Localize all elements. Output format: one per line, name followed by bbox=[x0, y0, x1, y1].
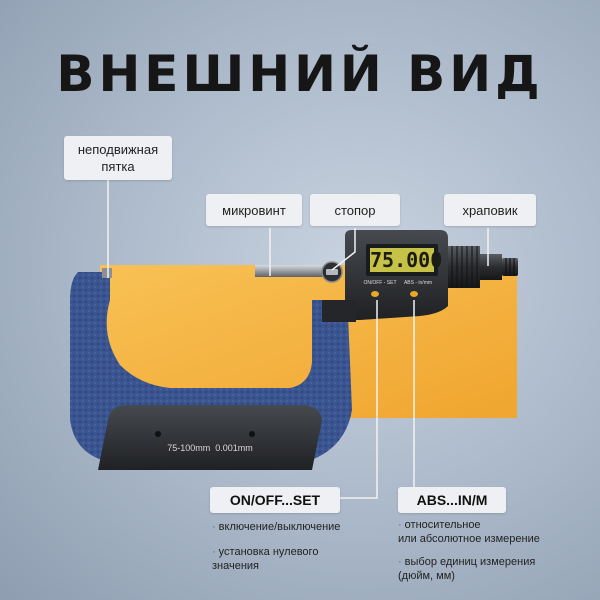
onoff-item-2: ·установка нулевого значения bbox=[212, 546, 319, 572]
bullet-icon: · bbox=[398, 519, 402, 531]
label-ratchet: храповик bbox=[444, 194, 536, 226]
spindle bbox=[255, 265, 335, 277]
ratchet-icon bbox=[480, 254, 502, 280]
plate-screw-icon bbox=[155, 431, 161, 437]
frame-plate bbox=[98, 405, 322, 470]
abs-section-title: ABS...IN/M bbox=[398, 487, 506, 513]
abs-inmm-button[interactable] bbox=[410, 291, 418, 297]
label-spindle: микровинт bbox=[206, 194, 302, 226]
thimble-knurling bbox=[451, 246, 478, 288]
onoff-item-1: ·включение/выключение bbox=[212, 521, 341, 533]
label-anvil-line1: неподвижная bbox=[77, 142, 159, 157]
lcd-value: 75.000 bbox=[370, 248, 443, 272]
onoff-section-title: ON/OFF...SET bbox=[210, 487, 340, 513]
thimble bbox=[448, 246, 480, 288]
label-anvil-line2: пятка bbox=[101, 159, 135, 174]
bullet-icon: · bbox=[398, 556, 402, 568]
callout-lines bbox=[107, 180, 489, 499]
bullet-icon: · bbox=[212, 521, 216, 533]
page-title: ВНЕШНИЙ ВИД bbox=[56, 45, 544, 103]
abs-button-label: ABS - in/mm bbox=[403, 280, 433, 286]
plate-text: 75-100mm 0.001mm bbox=[167, 443, 253, 453]
abs-item-1: ·относительное или абсолютное измерение bbox=[398, 519, 540, 545]
plate-screw-icon bbox=[249, 431, 255, 437]
abs-item-2: ·выбор единиц измерения (дюйм, мм) bbox=[398, 556, 536, 582]
label-lock: стопор bbox=[310, 194, 400, 226]
onoff-button-label: ON/OFF - SET bbox=[363, 280, 397, 286]
bullet-icon: · bbox=[212, 546, 216, 558]
anvil-icon bbox=[102, 268, 112, 278]
onoff-set-button[interactable] bbox=[371, 291, 379, 297]
label-anvil: неподвижная пятка bbox=[64, 136, 172, 180]
body-base bbox=[322, 300, 356, 322]
